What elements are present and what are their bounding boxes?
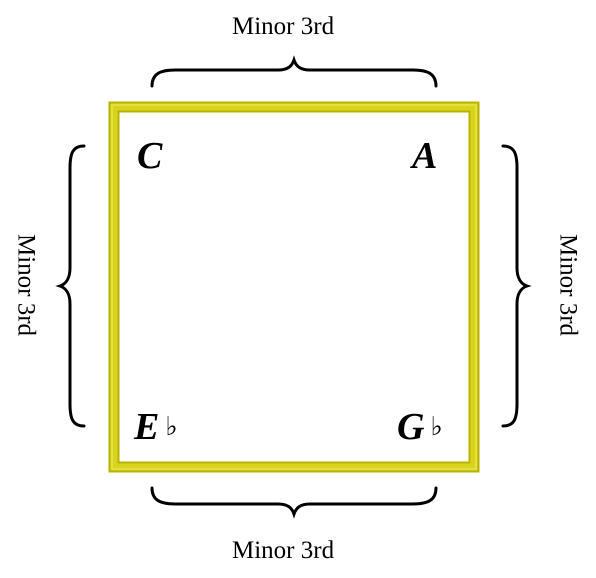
right-brace (501, 144, 532, 428)
left-brace (55, 144, 86, 428)
flat-accidental: ♭ (165, 412, 178, 442)
note-name: A (412, 135, 438, 177)
interval-label-left: Minor 3rd (12, 233, 40, 337)
note-bottom-right: G♭ (397, 408, 443, 446)
interval-label-right: Minor 3rd (554, 233, 582, 337)
note-top-right: A (412, 137, 437, 175)
note-top-left: C (137, 137, 162, 175)
note-name: C (137, 135, 163, 177)
note-bottom-left: E♭ (134, 408, 178, 446)
interval-label-bottom: Minor 3rd (232, 537, 335, 564)
square-frame (108, 101, 480, 473)
note-name: G (397, 406, 425, 448)
flat-accidental: ♭ (430, 412, 443, 442)
bottom-brace (150, 486, 438, 519)
note-name: E (134, 406, 160, 448)
top-brace (150, 55, 438, 88)
interval-label-top: Minor 3rd (232, 13, 335, 40)
